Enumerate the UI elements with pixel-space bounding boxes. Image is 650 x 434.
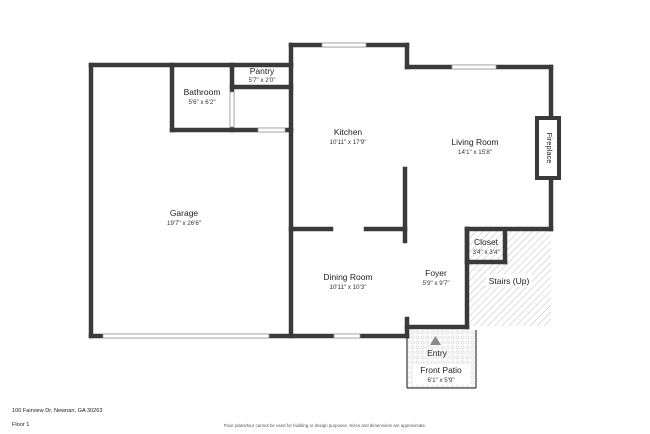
room-pantry: Pantry 5'7" x 2'0" (248, 66, 275, 84)
living-room-dim: 14'1" x 15'8" (458, 149, 492, 156)
front-patio-dim: 6'1" x 5'9" (427, 377, 454, 384)
room-dining-room: Dining Room 10'11" x 10'3" (323, 272, 372, 291)
dining-room-dim: 10'11" x 10'3" (330, 284, 367, 291)
room-entry: Entry (427, 348, 448, 358)
room-living-room: Living Room 14'1" x 15'8" (451, 137, 498, 156)
closet-name: Closet (474, 237, 499, 247)
pantry-dim: 5'7" x 2'0" (248, 77, 275, 84)
foyer-dim: 5'9" x 9'7" (422, 280, 449, 287)
dining-room-name: Dining Room (323, 272, 372, 282)
room-bathroom: Bathroom 5'6" x 6'2" (184, 87, 221, 106)
front-patio-outline (406, 330, 477, 389)
bathroom-name: Bathroom (184, 87, 221, 97)
stairs-name: Stairs (Up) (489, 276, 530, 286)
kitchen-dim: 10'11" x 17'9" (330, 139, 367, 146)
disclaimer: Floor plans/tour cannot be used for buil… (223, 423, 427, 428)
kitchen-name: Kitchen (334, 127, 363, 137)
interior-walls (169, 62, 508, 339)
entry-arrow-icon (430, 336, 441, 345)
room-kitchen: Kitchen 10'11" x 17'9" (330, 127, 367, 146)
bathroom-dim: 5'6" x 6'2" (188, 99, 215, 106)
fireplace-label: Fireplace (545, 133, 554, 164)
room-closet: Closet 3'4" x 3'4" (472, 237, 499, 256)
foyer-name: Foyer (425, 268, 447, 278)
pantry-name: Pantry (250, 66, 275, 76)
garage-name: Garage (170, 208, 199, 218)
entry-name: Entry (427, 348, 448, 358)
living-room-name: Living Room (451, 137, 498, 147)
room-foyer: Foyer 5'9" x 9'7" (422, 268, 449, 287)
room-stairs: Stairs (Up) (486, 274, 532, 287)
room-front-patio: Front Patio 6'1" x 5'9" (413, 364, 470, 384)
property-address: 100 Fairview Dr, Newnan, GA 30263 (12, 408, 103, 414)
fireplace: Fireplace (535, 116, 561, 180)
room-garage: Garage 19'7" x 26'6" (167, 208, 201, 227)
closet-dim: 3'4" x 3'4" (472, 249, 499, 256)
floor-label: Floor 1 (12, 422, 30, 428)
front-patio-name: Front Patio (420, 365, 462, 375)
garage-dim: 19'7" x 26'6" (167, 220, 201, 227)
